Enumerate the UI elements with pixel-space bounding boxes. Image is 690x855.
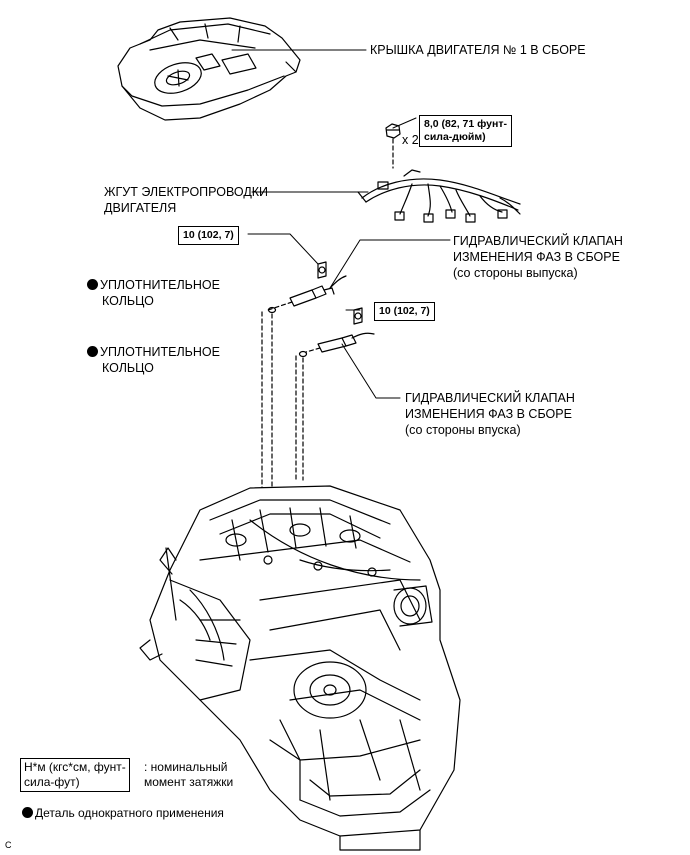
nut-part [385, 123, 401, 169]
install-lines [261, 311, 304, 493]
intake-valve-label: ГИДРАВЛИЧЕСКИЙ КЛАПАН ИЗМЕНЕНИЯ ФАЗ В СБ… [405, 390, 575, 438]
non-reusable-dot-icon [87, 346, 98, 357]
leader-lines [231, 49, 451, 399]
legend-unit-description: : номинальный момент затяжки [144, 760, 233, 790]
exhaust-valve-part [267, 261, 347, 311]
non-reusable-dot-icon [22, 807, 33, 818]
engine-assembly-part [139, 485, 461, 851]
torque-nut-line1: 8,0 (82, 71 фунт- [424, 118, 507, 130]
wire-harness-label-line2: ДВИГАТЕЛЯ [104, 201, 177, 215]
o-ring-label-1-line2: КОЛЬЦО [102, 294, 154, 308]
quantity-label: x 2 [402, 133, 419, 147]
intake-valve-label-line1: ГИДРАВЛИЧЕСКИЙ КЛАПАН [405, 391, 575, 405]
torque-nut-line2: сила-дюйм) [424, 131, 486, 143]
o-ring-label-1-line1: УПЛОТНИТЕЛЬНОЕ [100, 278, 220, 292]
intake-valve-label-line2: ИЗМЕНЕНИЯ ФАЗ В СБОРЕ [405, 407, 572, 421]
engine-cover-part [117, 17, 301, 121]
o-ring-parts [267, 306, 308, 358]
torque-exhaust-bolt: 10 (102, 7) [183, 229, 234, 241]
o-ring-label-2: УПЛОТНИТЕЛЬНОЕ КОЛЬЦО [87, 344, 220, 376]
o-ring-label-1: УПЛОТНИТЕЛЬНОЕ КОЛЬЦО [87, 277, 220, 309]
intake-valve-part [305, 307, 375, 353]
intake-valve-label-line3: (со стороны впуска) [405, 423, 521, 437]
o-ring-label-2-line2: КОЛЬЦО [102, 361, 154, 375]
exhaust-valve-label-line3: (со стороны выпуска) [453, 266, 578, 280]
torque-box-exhaust-bolt: 10 (102, 7) [178, 226, 239, 245]
corner-code: C [5, 840, 12, 850]
legend-nonreusable: Деталь однократного применения [22, 805, 224, 821]
torque-intake-bolt: 10 (102, 7) [379, 305, 430, 317]
legend-unit-desc-line1: : номинальный [144, 760, 228, 774]
legend-unit-line1: Н*м (кгс*см, фунт- [24, 760, 126, 774]
o-ring-label-2-line1: УПЛОТНИТЕЛЬНОЕ [100, 345, 220, 359]
exhaust-valve-label-line1: ГИДРАВЛИЧЕСКИЙ КЛАПАН [453, 234, 623, 248]
legend-nonreusable-text: Деталь однократного применения [35, 806, 224, 820]
wire-harness-part [357, 169, 521, 223]
legend-unit-box: Н*м (кгс*см, фунт- сила-фут) [20, 758, 130, 792]
exhaust-valve-label-line2: ИЗМЕНЕНИЯ ФАЗ В СБОРЕ [453, 250, 620, 264]
non-reusable-dot-icon [87, 279, 98, 290]
legend-unit-line2: сила-фут) [24, 775, 80, 789]
wire-harness-label: ЖГУТ ЭЛЕКТРОПРОВОДКИ ДВИГАТЕЛЯ [104, 184, 268, 216]
engine-cover-label: КРЫШКА ДВИГАТЕЛЯ № 1 В СБОРЕ [370, 43, 586, 57]
legend-unit-desc-line2: момент затяжки [144, 775, 234, 789]
wire-harness-label-line1: ЖГУТ ЭЛЕКТРОПРОВОДКИ [104, 185, 269, 199]
torque-box-nut: 8,0 (82, 71 фунт- сила-дюйм) [419, 115, 512, 147]
torque-box-intake-bolt: 10 (102, 7) [374, 302, 435, 321]
exhaust-valve-label: ГИДРАВЛИЧЕСКИЙ КЛАПАН ИЗМЕНЕНИЯ ФАЗ В СБ… [453, 233, 623, 281]
